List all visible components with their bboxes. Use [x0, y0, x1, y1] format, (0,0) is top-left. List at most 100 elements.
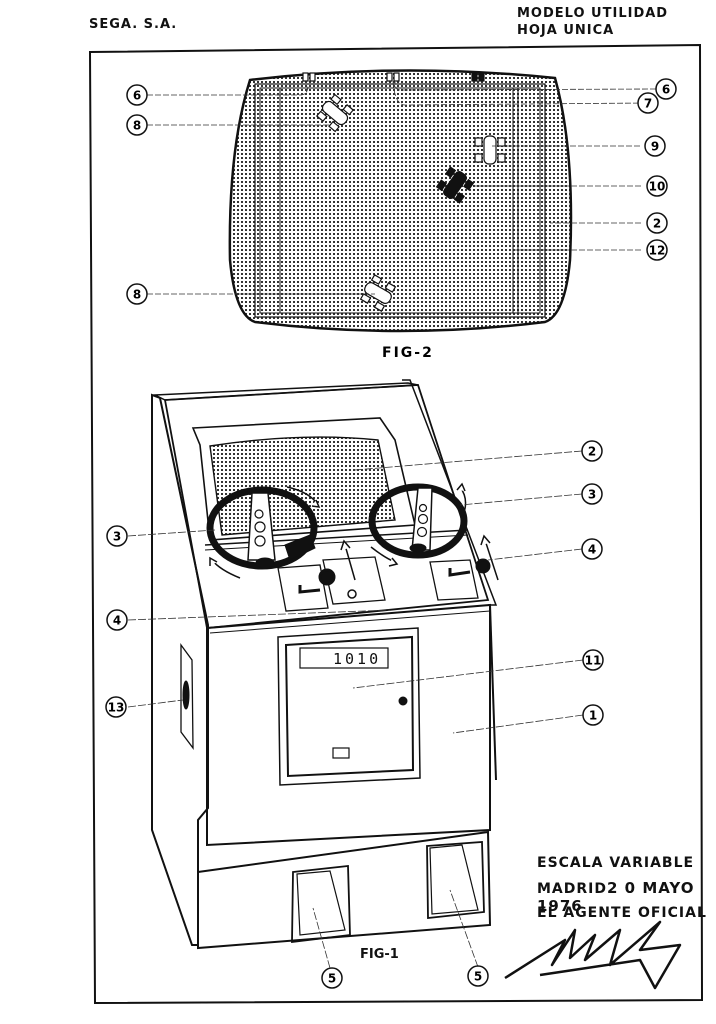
monitor-screen	[209, 436, 396, 536]
gear-shifter-right	[448, 558, 491, 577]
gear-shifter-left	[298, 568, 336, 594]
car-sprite-white	[474, 135, 506, 165]
pedal-box-right	[426, 841, 485, 920]
callout-number: 4	[588, 543, 596, 557]
callout-number: 7	[644, 97, 652, 111]
callout-10: 10	[646, 175, 668, 197]
callout-circle	[106, 525, 128, 547]
callout-number: 2	[588, 445, 596, 459]
callout-number: 5	[474, 970, 482, 984]
callout-circle	[582, 649, 604, 671]
speaker-grill	[182, 680, 190, 710]
signature	[504, 920, 682, 990]
callout-12: 12	[646, 239, 668, 261]
speaker-panel	[180, 643, 194, 750]
counter-digits: 1010	[333, 650, 381, 668]
car-sprite-top	[315, 93, 355, 133]
callout-circle	[637, 92, 659, 114]
coin-door	[284, 635, 415, 778]
pedal-box-left	[291, 864, 351, 944]
callout-number: 8	[133, 119, 141, 133]
accelerator-pedal-left	[296, 870, 346, 936]
coin-door-lock	[398, 696, 408, 706]
callout-13: 13	[105, 696, 127, 718]
steering-wheel-left	[206, 486, 318, 570]
stamp-date: 2 0 MAYO 1976	[537, 879, 695, 915]
callout-circle	[581, 483, 603, 505]
callout-number: 10	[649, 180, 666, 194]
callout-5: 5	[467, 965, 489, 987]
callout-circle	[321, 967, 343, 989]
callout-number: 6	[133, 89, 141, 103]
callout-circle	[582, 704, 604, 726]
callout-number: 5	[328, 972, 336, 986]
callout-4: 4	[106, 609, 128, 631]
callout-number: 1	[589, 709, 597, 723]
callout-circle	[646, 239, 668, 261]
document-type: MODELO UTILIDAD HOJA UNICA	[517, 5, 668, 39]
callout-5: 5	[321, 967, 343, 989]
callout-number: 8	[133, 288, 141, 302]
stamp-scale: ESCALA VARIABLE	[537, 855, 695, 871]
score-indicators	[302, 72, 485, 82]
callout-circle	[644, 135, 666, 157]
callout-number: 11	[585, 654, 602, 668]
track-outer	[254, 83, 546, 318]
stamp-agent: EL AGENTE OFICIAL	[537, 905, 707, 921]
crt-screen	[228, 69, 573, 333]
callout-circle	[581, 538, 603, 560]
callout-number: 4	[113, 614, 121, 628]
callout-1: 1	[582, 704, 604, 726]
shifter-plate-right	[429, 559, 479, 601]
fig1-caption: FIG-1	[360, 947, 399, 962]
callout-circle	[646, 212, 668, 234]
callout-3: 3	[106, 525, 128, 547]
callout-number: 3	[588, 488, 596, 502]
callout-circle	[126, 283, 148, 305]
callout-2: 2	[646, 212, 668, 234]
sheet-border	[88, 43, 704, 1005]
model-line-2: HOJA UNICA	[517, 23, 615, 38]
cabinet-front	[206, 603, 491, 847]
callout-circle	[126, 84, 148, 106]
callout-8: 8	[126, 114, 148, 136]
callout-number: 9	[651, 140, 659, 154]
callout-4: 4	[581, 538, 603, 560]
callout-circle	[581, 440, 603, 462]
callout-circle	[467, 965, 489, 987]
stamp-city: MADRID	[537, 881, 607, 897]
model-line-1: MODELO UTILIDAD	[517, 6, 669, 21]
steering-wheel-right	[368, 483, 468, 559]
company-name: SEGA. S.A.	[89, 17, 178, 32]
callout-circle	[655, 78, 677, 100]
callout-2: 2	[581, 440, 603, 462]
callout-number: 12	[649, 244, 666, 258]
car-sprite-black	[435, 166, 475, 204]
callout-6: 6	[126, 84, 148, 106]
callout-11: 11	[582, 649, 604, 671]
callout-6: 6	[655, 78, 677, 100]
stamp-date-line: MADRID2 0 MAYO 1976	[537, 879, 716, 915]
callout-7: 7	[637, 92, 659, 114]
callout-number: 3	[113, 530, 121, 544]
callout-circle	[126, 114, 148, 136]
shifter-plate-left	[277, 564, 329, 612]
coin-door-frame	[277, 627, 421, 786]
cabinet-side	[151, 393, 209, 946]
counter-window	[299, 647, 389, 669]
callout-circle	[646, 175, 668, 197]
callout-number: 6	[662, 83, 670, 97]
callout-circle	[105, 696, 127, 718]
center-plate	[322, 556, 386, 605]
callout-3: 3	[581, 483, 603, 505]
callout-9: 9	[644, 135, 666, 157]
car-sprite-bottom	[359, 274, 397, 312]
fig2-screen-view: FIG-2	[147, 69, 657, 361]
callout-8: 8	[126, 283, 148, 305]
callout-number: 13	[108, 701, 125, 715]
fig2-caption: FIG-2	[382, 345, 434, 361]
callout-circle	[106, 609, 128, 631]
fig1-cabinet	[151, 379, 499, 950]
track-inner	[259, 87, 541, 314]
